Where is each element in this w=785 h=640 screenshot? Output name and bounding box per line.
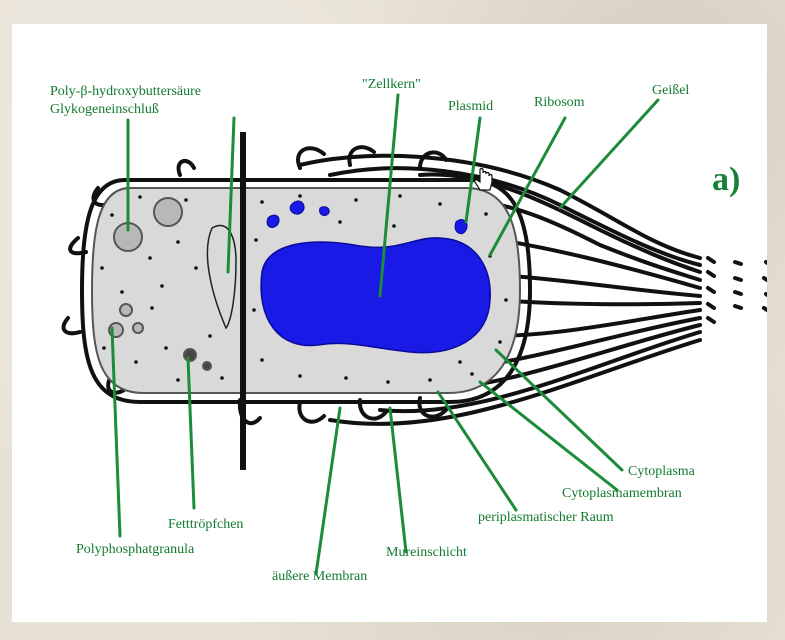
label-aeussere-membran: äußere Membran [272,569,367,584]
label-glykogeneinschluss: Glykogeneinschluß [50,102,159,117]
nucleoid [261,238,490,353]
label-cytoplasmamembran: Cytoplasmamembran [562,486,682,501]
label-plasmid: Plasmid [448,99,493,114]
label-mureinschicht: Mureinschicht [386,545,467,560]
diagram-panel: Poly-β-hydroxybuttersäure Glykogeneinsch… [12,24,767,622]
panel-label: a) [712,161,740,198]
label-fetttroepfchen: Fetttröpfchen [168,517,243,532]
label-poly-hydroxybuttersaeure: Poly-β-hydroxybuttersäure [50,84,201,99]
bacterium-diagram: Poly-β-hydroxybuttersäure Glykogeneinsch… [12,24,767,622]
label-zellkern: "Zellkern" [362,77,421,92]
flagella-tips [708,258,767,322]
label-periplasmatischer-raum: periplasmatischer Raum [478,510,614,525]
label-ribosom: Ribosom [534,95,585,110]
label-cytoplasma: Cytoplasma [628,464,696,479]
label-polyphosphatgranula: Polyphosphatgranula [76,542,195,557]
label-geissel: Geißel [652,83,689,98]
